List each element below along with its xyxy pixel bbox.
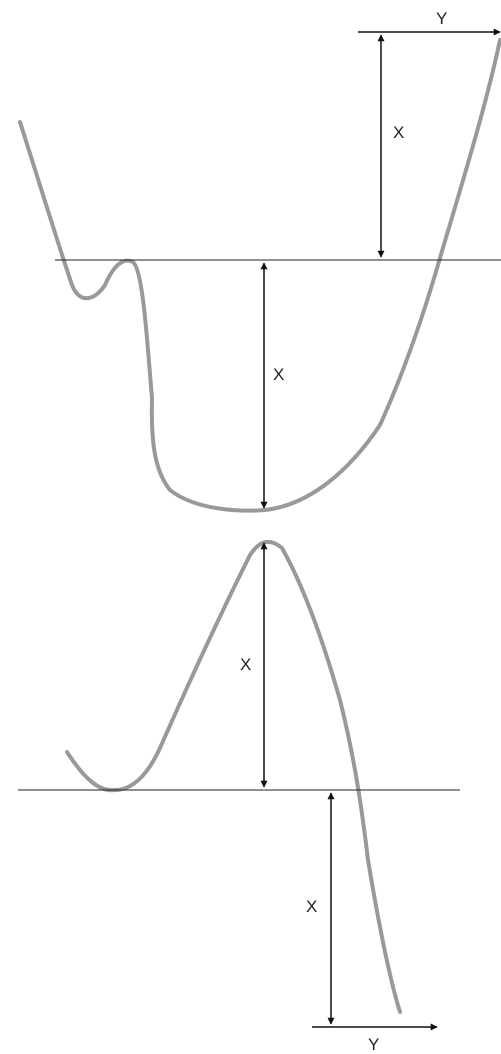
label-y-bottom: Y xyxy=(368,1035,379,1054)
label-x-upper-center: X xyxy=(273,365,284,384)
label-y-top: Y xyxy=(436,9,447,28)
upper-curve xyxy=(18,38,501,513)
label-x-upper-right: X xyxy=(393,123,404,142)
label-x-lower-right: X xyxy=(306,897,317,916)
lower-curve xyxy=(65,539,402,1014)
label-x-lower-center: X xyxy=(240,655,251,674)
